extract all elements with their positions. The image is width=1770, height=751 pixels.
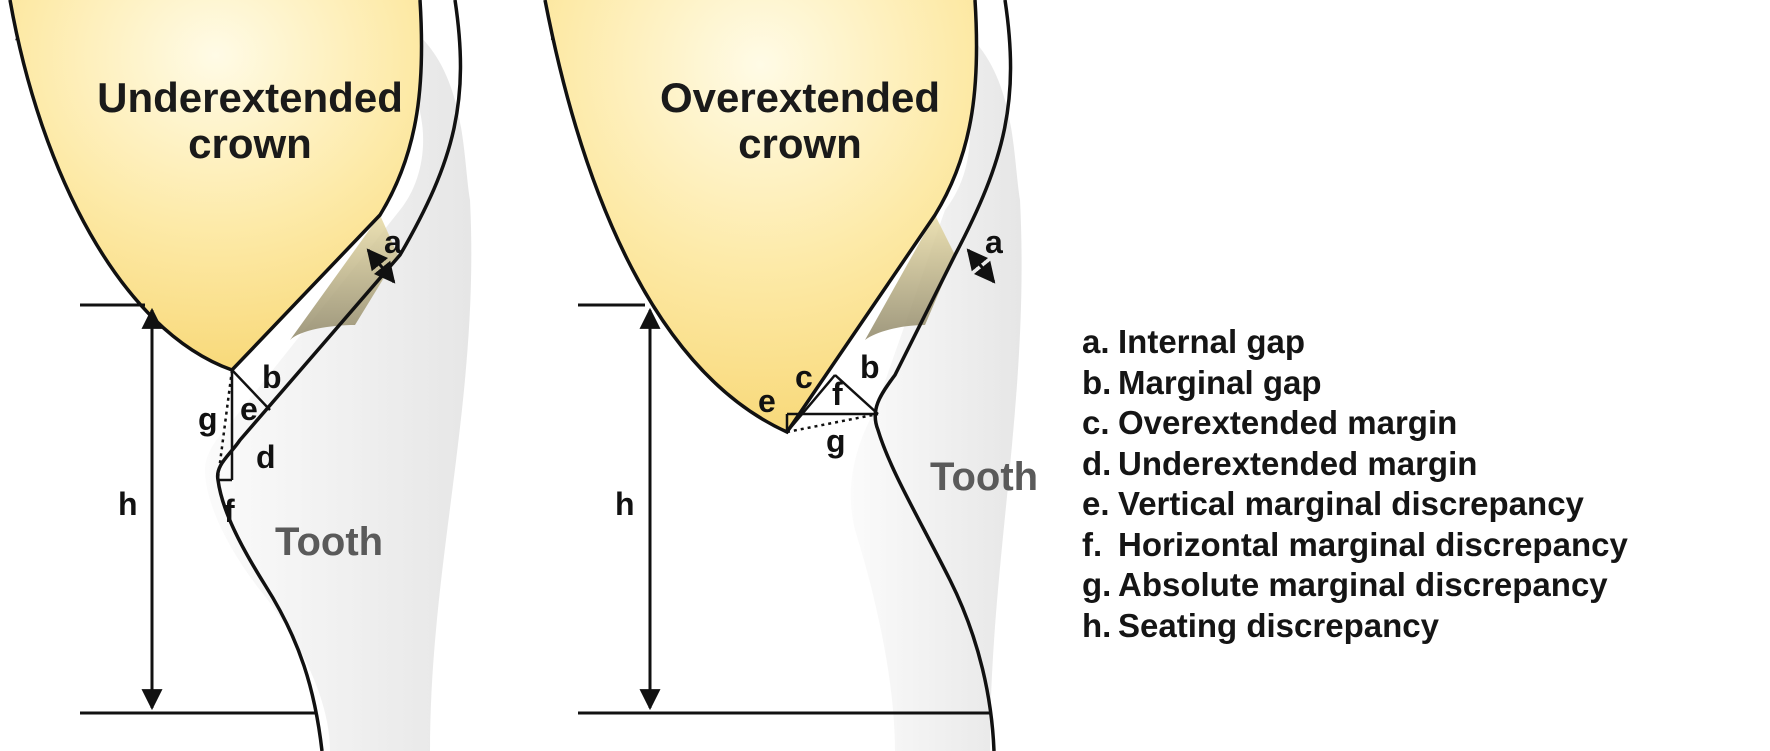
marginal-gap-line bbox=[834, 374, 879, 415]
legend-key: h. bbox=[1082, 606, 1112, 644]
legend-text: Vertical marginal discrepancy bbox=[1118, 485, 1584, 522]
legend-text: Absolute marginal discrepancy bbox=[1118, 566, 1608, 603]
panel-b-tooth-label: Tooth bbox=[930, 455, 1038, 499]
crown-shape bbox=[545, 0, 977, 432]
legend-text: Horizontal marginal discrepancy bbox=[1118, 525, 1628, 563]
label-h: h bbox=[615, 486, 635, 522]
legend-text: Overextended margin bbox=[1118, 404, 1458, 441]
legend-key: a. bbox=[1082, 323, 1110, 360]
legend-item: c.Overextended margin bbox=[1082, 403, 1628, 444]
tooth-shape bbox=[205, 0, 472, 751]
tooth-outline bbox=[873, 0, 1013, 751]
cement-gap bbox=[865, 215, 955, 340]
legend-text: Underextended margin bbox=[1118, 444, 1478, 482]
legend-text: Marginal gap bbox=[1118, 363, 1322, 401]
legend-key: e. bbox=[1082, 485, 1110, 522]
label-a: a bbox=[985, 224, 1003, 260]
legend-key: c. bbox=[1082, 404, 1110, 441]
tooth-outline bbox=[215, 0, 463, 751]
legend-item: g.Absolute marginal discrepancy bbox=[1082, 565, 1628, 606]
label-a: a bbox=[384, 224, 402, 260]
label-e: e bbox=[758, 383, 776, 419]
label-b: b bbox=[262, 359, 282, 395]
legend-item: b.Marginal gap bbox=[1082, 363, 1628, 404]
panel-b-title-line1: Overextended bbox=[660, 74, 940, 121]
internal-gap-arrow bbox=[366, 248, 396, 284]
legend-text: Internal gap bbox=[1118, 323, 1306, 360]
legend-key: g. bbox=[1082, 566, 1112, 603]
label-e: e bbox=[240, 391, 258, 427]
panel-b-title-line2: crown bbox=[738, 120, 862, 167]
legend-key: f. bbox=[1082, 525, 1103, 563]
label-f: f bbox=[224, 493, 235, 529]
legend-key: b. bbox=[1082, 363, 1112, 401]
legend-item: h.Seating discrepancy bbox=[1082, 606, 1628, 647]
label-b: b bbox=[860, 349, 880, 385]
legend-item: e.Vertical marginal discrepancy bbox=[1082, 484, 1628, 525]
label-c: c bbox=[795, 359, 813, 395]
absolute-discrepancy-line bbox=[786, 412, 879, 434]
label-f: f bbox=[832, 376, 843, 412]
label-g: g bbox=[198, 401, 218, 437]
crown-outline bbox=[543, 0, 979, 435]
legend-item: f. Horizontal marginal discrepancy bbox=[1082, 525, 1628, 566]
crown-outline bbox=[8, 0, 424, 373]
legend-item: d.Underextended margin bbox=[1082, 444, 1628, 485]
panel-a-title-line2: crown bbox=[188, 120, 312, 167]
label-h: h bbox=[118, 486, 138, 522]
legend-item: a.Internal gap bbox=[1082, 322, 1628, 363]
overextended-margin-line bbox=[786, 374, 836, 433]
tooth-shape bbox=[850, 0, 1022, 751]
label-d: d bbox=[256, 439, 276, 475]
panel-a: A Underextended crown Tooth a b e g d f … bbox=[8, 0, 472, 751]
legend-key: d. bbox=[1082, 444, 1112, 482]
panel-a-title-line1: Underextended bbox=[97, 74, 403, 121]
panel-a-tooth-label: Tooth bbox=[275, 520, 383, 564]
label-g: g bbox=[826, 423, 846, 459]
internal-gap-arrow bbox=[966, 248, 996, 284]
legend-text: Seating discrepancy bbox=[1118, 606, 1439, 644]
marginal-gap-line bbox=[231, 369, 271, 411]
cement-gap bbox=[290, 215, 398, 340]
legend: a.Internal gap b.Marginal gap c.Overexte… bbox=[1082, 322, 1628, 646]
panel-b: B Overextended crown Tooth a b c f e g h bbox=[543, 0, 1038, 751]
